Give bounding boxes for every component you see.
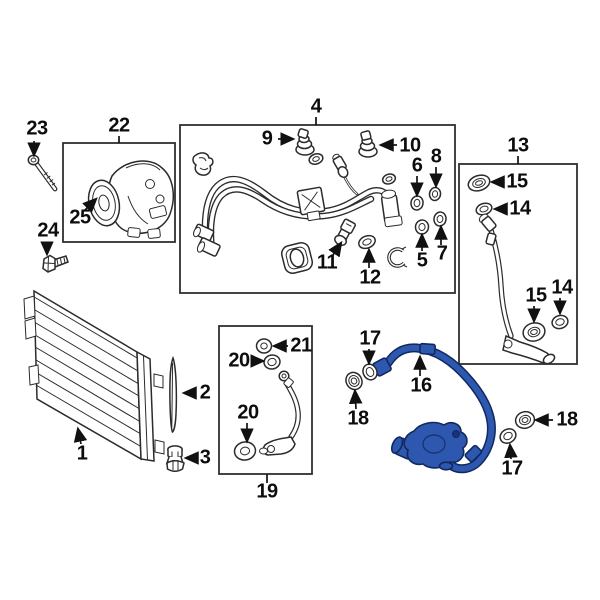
seal-18-art [514, 410, 536, 430]
clip-art [387, 246, 408, 268]
washer-20-art [233, 441, 257, 461]
callout-23: 23 [26, 117, 48, 140]
seal-18-art [345, 371, 363, 391]
callout-15b: 15 [525, 284, 547, 307]
washer-21-art [255, 338, 273, 354]
seal-strip-art [169, 355, 178, 434]
callout-arrows [27, 117, 567, 483]
liquid-hose-13-art [467, 174, 569, 365]
group-box-13 [458, 163, 578, 365]
oring-14-art [475, 202, 493, 216]
callout-11: 11 [316, 251, 338, 274]
callout-17a: 17 [359, 327, 381, 350]
small-hose-19-art [233, 338, 301, 461]
callout-3: 3 [199, 446, 211, 469]
oring-12-art [358, 234, 376, 250]
callout-7: 7 [436, 242, 448, 265]
callout-18b: 18 [556, 408, 578, 431]
pigtail-sensor-art [332, 153, 359, 196]
valve-cap-10-art [358, 130, 378, 158]
callout-20b: 20 [237, 401, 259, 424]
bolt-24-art [42, 254, 69, 273]
callout-20a: 20 [228, 349, 250, 372]
callout-16: 16 [410, 374, 432, 397]
callout-15a: 15 [506, 170, 528, 193]
group-box-4 [179, 124, 456, 294]
callout-17b: 17 [501, 457, 523, 480]
oring-17-art [499, 428, 517, 444]
oring-14-art [551, 314, 569, 330]
callout-6: 6 [411, 154, 423, 177]
callout-13: 13 [507, 134, 529, 157]
callout-9: 9 [261, 127, 273, 150]
callout-5: 5 [416, 249, 428, 272]
callout-1: 1 [76, 442, 88, 465]
oring-6-art [410, 195, 424, 211]
callout-4: 4 [310, 95, 322, 118]
oring-art [308, 153, 324, 165]
seal-20-art [263, 354, 281, 370]
callout-24: 24 [37, 219, 59, 242]
callout-8: 8 [430, 145, 442, 168]
valve-cap-9-art [295, 128, 315, 156]
compressor-art [87, 160, 175, 239]
callout-19: 19 [256, 480, 278, 503]
bolt-23-art [27, 154, 58, 192]
pressure-sensor-art [334, 218, 356, 247]
callout-12: 12 [359, 266, 381, 289]
condenser-art [23, 289, 165, 462]
callout-18a: 18 [347, 407, 369, 430]
callout-25: 25 [69, 206, 91, 229]
suction-hose-16-art [372, 342, 496, 474]
oring-art [381, 173, 397, 185]
callout-14b: 14 [551, 276, 573, 299]
line-end-fitting-art [380, 189, 403, 228]
callout-2: 2 [199, 381, 211, 404]
oring-17-art [362, 363, 378, 381]
oring-8-art [428, 186, 442, 202]
insulator-art [165, 445, 185, 472]
rubber-mount-art [280, 241, 314, 275]
callout-14a: 14 [509, 197, 531, 220]
group-box-19 [218, 325, 313, 475]
callout-22: 22 [108, 114, 130, 137]
callout-21: 21 [290, 334, 312, 357]
oring-5-art [414, 219, 430, 235]
seal-15-art [522, 322, 546, 342]
oring-7-art [433, 211, 447, 227]
callout-10: 10 [399, 134, 421, 157]
seal-15-art [467, 174, 491, 192]
line-bracket-art [296, 186, 326, 222]
